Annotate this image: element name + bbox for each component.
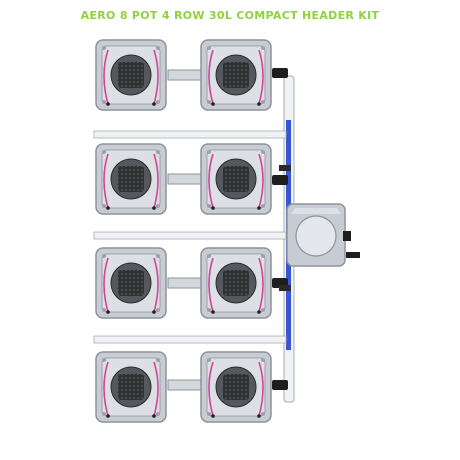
net-basket-icon bbox=[223, 166, 249, 192]
net-basket-icon bbox=[118, 270, 144, 296]
aero-pot-icon bbox=[200, 351, 272, 423]
row-pipe-2 bbox=[93, 231, 287, 240]
header-elbows bbox=[272, 68, 291, 390]
aero-pot-icon bbox=[95, 351, 167, 423]
aero-pot-icon bbox=[95, 39, 167, 111]
aero-pot-icon bbox=[200, 39, 272, 111]
aero-pot-icon bbox=[95, 143, 167, 215]
row-pipes bbox=[93, 130, 287, 344]
aero-pot-icon bbox=[200, 247, 272, 319]
net-basket-icon bbox=[223, 62, 249, 88]
net-basket-icon bbox=[223, 374, 249, 400]
net-basket-icon bbox=[223, 270, 249, 296]
aero-pot-icon bbox=[200, 143, 272, 215]
net-basket-icon bbox=[118, 166, 144, 192]
net-basket-icon bbox=[118, 62, 144, 88]
row-pipe-3 bbox=[93, 335, 287, 344]
page-title: AERO 8 POT 4 ROW 30L COMPACT HEADER KIT bbox=[80, 9, 380, 22]
pots bbox=[95, 39, 272, 423]
reservoir bbox=[286, 203, 360, 267]
aero-pot-icon bbox=[95, 247, 167, 319]
row-pipe-1 bbox=[93, 130, 287, 139]
net-basket-icon bbox=[118, 374, 144, 400]
